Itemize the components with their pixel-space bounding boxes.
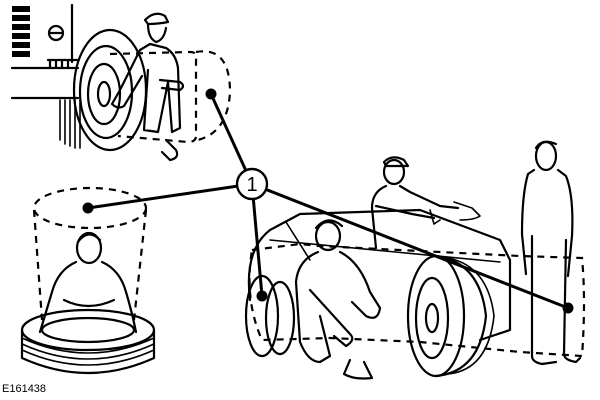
scene-vehicle-with-people xyxy=(244,140,586,380)
leader-dot-technician xyxy=(205,88,217,100)
leader-dot-tyre-stack xyxy=(82,202,94,214)
vehicle-side-stripes xyxy=(12,6,30,57)
figure-id-label: E161438 xyxy=(2,383,47,395)
callout-circle xyxy=(235,167,269,201)
leader-dot-vehicle-rear xyxy=(562,302,574,314)
leader-dot-vehicle-front xyxy=(256,290,268,302)
scene-person-lifting-tyres xyxy=(20,186,156,375)
callout-number: 1 xyxy=(246,174,257,196)
callout-1: 1 xyxy=(82,88,574,314)
scene-technician-at-wheel xyxy=(10,3,232,162)
